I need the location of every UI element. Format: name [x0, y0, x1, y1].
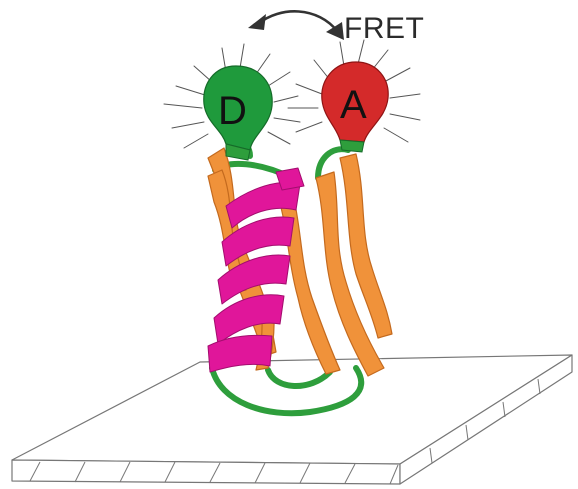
fret-arrowhead-right	[326, 22, 344, 40]
donor-label: D	[218, 89, 247, 133]
acceptor-label: A	[340, 83, 367, 127]
surface-plate	[12, 355, 572, 484]
surface-front-edge	[12, 460, 400, 484]
fret-arrow: FRET	[248, 11, 424, 45]
fret-arrowhead-left	[248, 14, 266, 30]
acceptor-bulb: A	[288, 40, 420, 152]
fret-label: FRET	[344, 12, 424, 45]
acceptor-bulb-base	[340, 140, 364, 152]
donor-bulb: D	[164, 44, 300, 160]
fret-curved-arrow	[258, 11, 338, 32]
